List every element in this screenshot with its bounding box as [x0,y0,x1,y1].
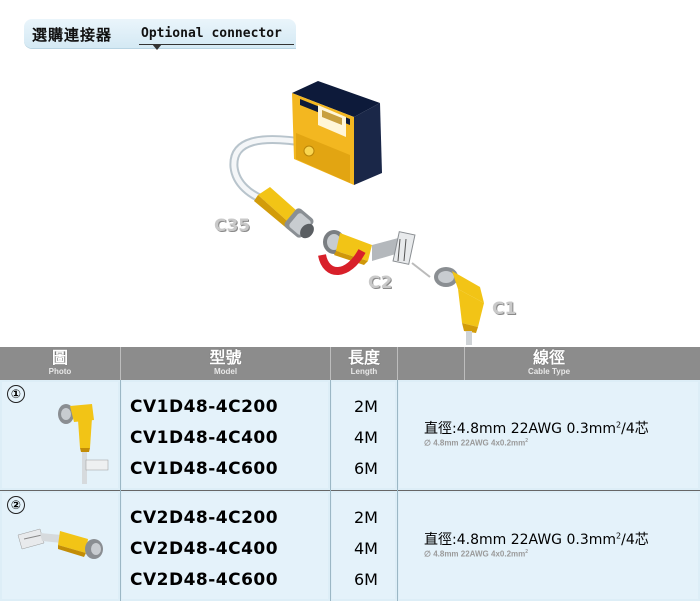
model-cv1-200: CV1D48-4C200 [130,397,279,417]
length-cv2-400: 4M [354,539,378,558]
header-underline [139,44,294,45]
length-cv2-200: 2M [354,508,378,527]
c1-connector [434,267,484,345]
model-cv1-600: CV1D48-4C600 [130,459,279,479]
c35-label: C35 [214,216,251,236]
length-cv1-600: 6M [354,459,378,478]
table-group-2: ② CV2D48-4C200 CV2D48-4C400 CV2D48-4C600… [0,491,700,601]
model-cv2-400: CV2D48-4C400 [130,539,279,559]
length-cv1-400: 4M [354,428,378,447]
product-illustration: C35 C2 C1 [0,55,700,345]
length-cv2-600: 6M [354,570,378,589]
right-angle-connector-photo [58,404,109,484]
cable-spec-1: 直徑:4.8mm 22AWG 0.3mm2/4芯 [424,420,649,437]
header-pointer [152,44,162,50]
table-group-1: ① CV1D48-4C200 CV1D48-4C400 CV1D48-4C600… [0,380,700,490]
c1-label: C1 [492,299,517,319]
section-title-en: Optional connector [141,26,282,41]
c35-connector [254,187,314,239]
c2-connector [318,230,431,278]
length-cv1-200: 2M [354,397,378,416]
cable-spec-2-en: ∅ 4.8mm 22AWG 4x0.2mm2 [424,549,529,559]
group-2-marker: ② [7,496,25,514]
photoelectric-sensor [292,81,382,185]
straight-connector-photo [17,528,103,559]
section-title-zh: 選購連接器 [32,26,113,44]
model-cv2-600: CV2D48-4C600 [130,570,279,590]
section-header: 選購連接器 Optional connector [24,19,296,50]
model-cv2-200: CV2D48-4C200 [130,508,279,528]
cable-spec-2: 直徑:4.8mm 22AWG 0.3mm2/4芯 [424,531,649,548]
cable-spec-1-en: ∅ 4.8mm 22AWG 4x0.2mm2 [424,438,529,448]
model-cv1-400: CV1D48-4C400 [130,428,279,448]
connector-assembly-image [229,81,484,345]
c2-label: C2 [368,273,393,293]
group-1-marker: ① [7,385,25,403]
